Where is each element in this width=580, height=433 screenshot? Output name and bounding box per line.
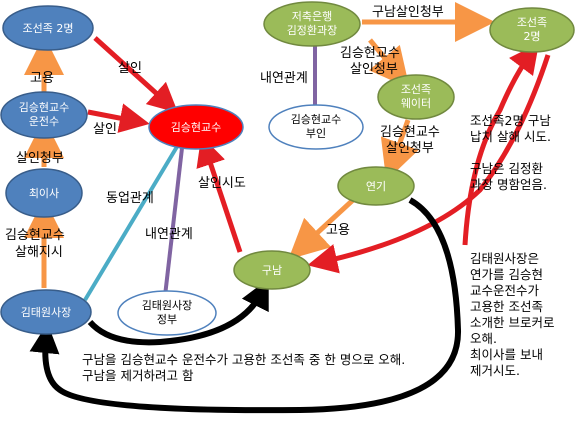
label-request-yeongi-1: 김승현교수	[380, 125, 440, 140]
label-affair-right: 내연관계	[260, 71, 308, 86]
svg-text:김태원사장: 김태원사장	[21, 306, 72, 319]
label-request-yeongi-2: 살인청부	[386, 141, 434, 156]
svg-text:연기: 연기	[366, 180, 386, 193]
arrow-murder-top	[93, 36, 179, 114]
arrow-murder-left	[87, 103, 150, 133]
label-murder-attempt: 살인시도	[198, 176, 246, 191]
svg-text:구남: 구남	[262, 264, 282, 277]
svg-text:김정환과장: 김정환과장	[287, 24, 338, 37]
label-kim-order-1: 김승현교수	[5, 228, 65, 243]
node-kim-president: 김태원사장	[0, 289, 92, 335]
note-bottom: 구남을 김승현교수 운전수가 고용한 조선족 중 한 명으로 오해. 구남을 제…	[82, 352, 406, 383]
svg-text:부인: 부인	[306, 127, 326, 140]
arrow-president-to-gunam	[87, 278, 269, 346]
label-request-waiter-2: 살인청부	[350, 62, 398, 77]
note-right-bottom: 김태원사장은 연가를 김승현 교수운전수가 고용한 조선족 소개한 브로커로 오…	[470, 251, 555, 378]
arrow-request-waiter	[368, 38, 410, 89]
svg-text:웨이터: 웨이터	[401, 97, 431, 110]
node-kim-driver: 김승현교수 운전수	[0, 91, 88, 139]
node-yeongi: 연기	[337, 166, 415, 206]
node-gunam: 구남	[233, 250, 311, 290]
label-business: 동업관계	[106, 191, 154, 206]
arrow-joseonjok-to-gunam	[307, 54, 551, 274]
label-employ-top: 고용	[30, 71, 54, 86]
label-request-waiter-1: 김승현교수	[340, 46, 400, 61]
svg-text:김승현교수: 김승현교수	[291, 113, 342, 126]
svg-text:최이사: 최이사	[29, 187, 59, 200]
arrow-murder-attempt	[196, 135, 243, 253]
node-kim-professor: 김승현교수	[148, 104, 244, 150]
business-line	[83, 143, 180, 302]
svg-text:조선족: 조선족	[517, 16, 547, 29]
node-joseonjok-waiter: 조선족 웨이터	[377, 74, 455, 120]
label-kim-order-2: 살해지시	[15, 245, 63, 260]
svg-text:조선족: 조선족	[401, 83, 431, 96]
arrow-request-yeongi	[380, 119, 419, 181]
svg-text:김승현교수: 김승현교수	[19, 101, 70, 114]
svg-text:2명: 2명	[523, 30, 540, 43]
note-right-top: 조선족2명 구남 납치 살해 시도. 구남은 김정환 과장 명함얻음.	[470, 113, 551, 192]
label-murder-top: 살인	[118, 61, 142, 76]
arrow-yeongi-to-president	[29, 197, 462, 414]
label-bank-request: 구남살인청부	[372, 5, 444, 20]
svg-text:운전수: 운전수	[29, 115, 59, 128]
svg-text:저축은행: 저축은행	[292, 10, 332, 23]
svg-text:김태원사장: 김태원사장	[142, 299, 193, 312]
node-joseonjok-2-right: 조선족 2명	[489, 7, 575, 53]
affair-line-left	[163, 147, 184, 297]
arrow-gunam-to-joseonjok	[462, 42, 539, 246]
svg-text:정부: 정부	[157, 313, 177, 326]
node-prof-wife: 김승현교수 부인	[268, 104, 364, 150]
node-bank-manager: 저축은행 김정환과장	[263, 1, 361, 47]
svg-text:김승현교수: 김승현교수	[171, 121, 222, 134]
label-affair-left: 내연관계	[145, 227, 193, 242]
label-employ-yeongi: 고용	[326, 223, 350, 238]
node-kim-wife: 김태원사장 정부	[117, 290, 217, 336]
arrow-employ-yeongi	[288, 198, 355, 260]
node-choi: 최이사	[5, 168, 83, 218]
label-murder-left: 살인	[93, 122, 117, 137]
svg-text:조선족 2명: 조선족 2명	[23, 22, 74, 35]
label-murder-request-choi: 살인청부	[16, 151, 64, 166]
node-joseonjok-2: 조선족 2명	[2, 5, 94, 51]
